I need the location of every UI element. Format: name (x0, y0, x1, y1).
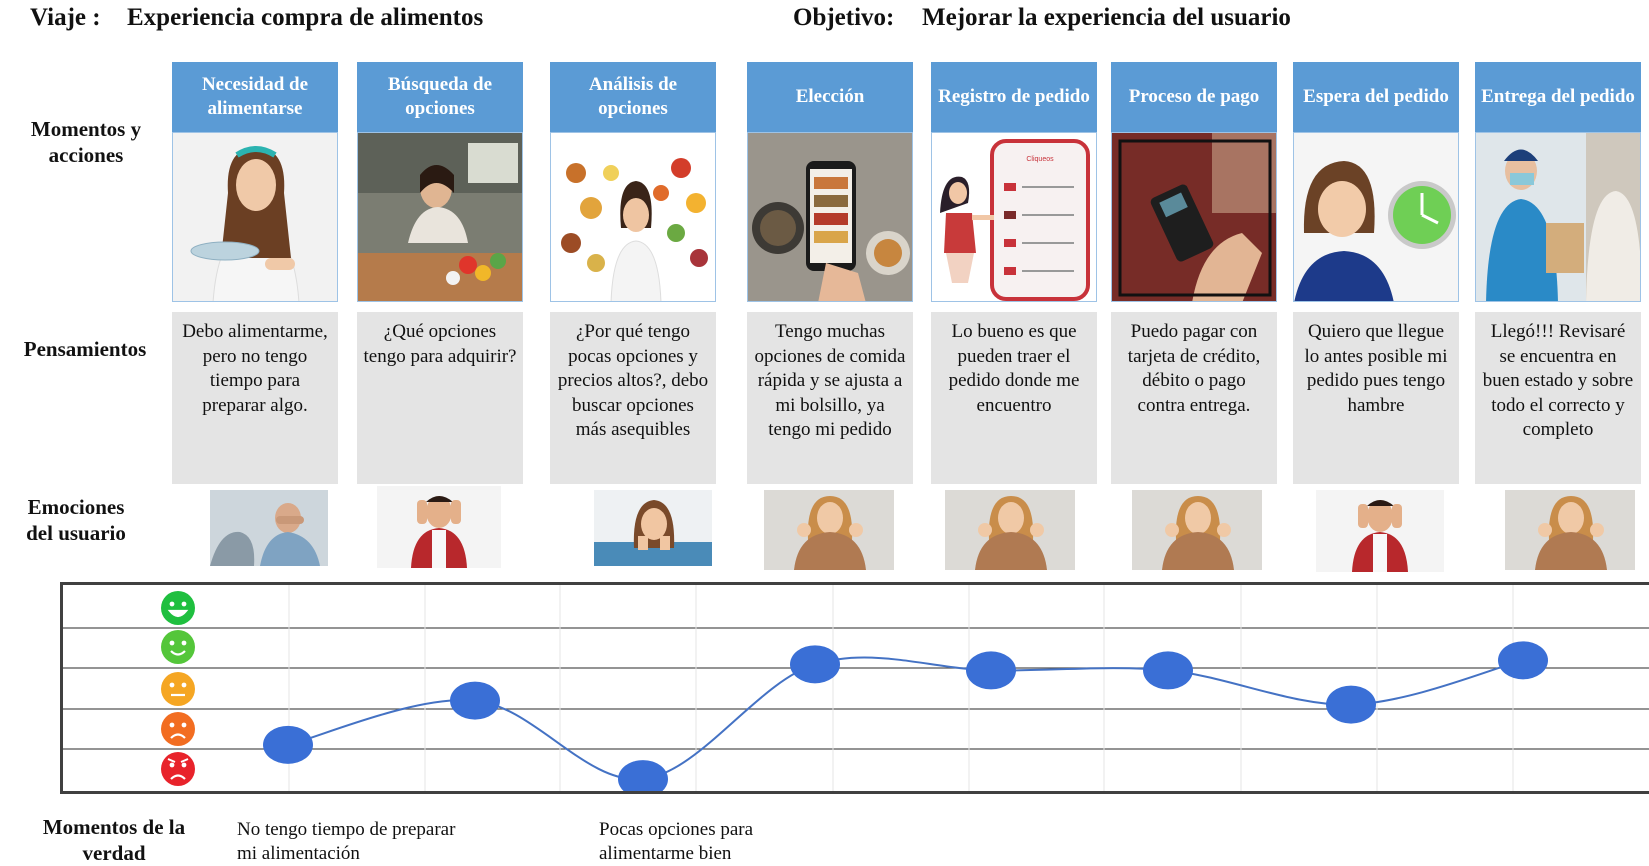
thumbs-up-woman-photo (1505, 490, 1635, 570)
emotion-point (966, 651, 1016, 690)
stressed-man-photo (377, 486, 501, 568)
thought-card: Debo alimentarme, pero no tengo tiempo p… (172, 312, 338, 484)
row-label-momentos-verdad: Momentos de la verdad (42, 815, 186, 865)
stage-header: Registro de pedido (931, 62, 1097, 132)
woman-food-options-photo (550, 132, 716, 302)
emotion-point (450, 681, 500, 720)
stage-header: Necesidad de alimentarse (172, 62, 338, 132)
thought-card: ¿Por qué tengo pocas opciones y precios … (550, 312, 716, 484)
emotion-point (1498, 641, 1548, 680)
moment-of-truth-2: Pocas opciones para alimentarme bien (599, 819, 754, 864)
row-label-pensamientos: Pensamientos (23, 337, 147, 361)
thought-card: Puedo pagar con tarjeta de crédito, débi… (1111, 312, 1277, 484)
emotion-curve-svg (63, 585, 1649, 799)
sad-face-icon (161, 712, 195, 746)
cooking-woman-kitchen-photo (357, 132, 523, 302)
journey-label: Viaje : (30, 4, 101, 31)
neutral-face-icon (161, 672, 195, 706)
emotion-point (790, 645, 840, 684)
stressed-man-photo (1316, 490, 1444, 572)
journey-title: Experiencia compra de alimentos (127, 4, 484, 31)
delivery-handoff-photo (1475, 132, 1641, 302)
thumbs-up-woman-photo (1132, 490, 1262, 570)
svg-text:Cliqueos: Cliqueos (1026, 156, 1054, 163)
thought-card: Tengo muchas opciones de comida rápida y… (747, 312, 913, 484)
angry-face-icon (161, 752, 195, 786)
moment-of-truth-1: No tengo tiempo de preparar mi alimentac… (237, 819, 456, 864)
phone-food-app-photo (747, 132, 913, 302)
thumbs-up-woman-photo (764, 490, 894, 570)
emotion-point (263, 725, 313, 764)
stage-header: Espera del pedido (1293, 62, 1459, 132)
thought-card: ¿Qué opciones tengo para adquirir? (357, 312, 523, 484)
stage-header: Búsqueda de opciones (357, 62, 523, 132)
hungry-woman-plate-photo (172, 132, 338, 302)
card-payment-photo (1111, 132, 1277, 302)
thumbs-up-woman-photo (945, 490, 1075, 570)
stage-header: Proceso de pago (1111, 62, 1277, 132)
emotion-curve-chart (60, 582, 1649, 799)
row-label-emociones: Emociones del usuario (26, 495, 126, 545)
stage-header: Análisis de opciones (550, 62, 716, 132)
order-registration-illustration: Cliqueos (931, 132, 1097, 302)
stage-header: Entrega del pedido (1475, 62, 1641, 132)
emotion-point (1326, 685, 1376, 724)
thoughtful-woman-photo (594, 490, 712, 566)
thought-card: Lo bueno es que pueden traer el pedido d… (931, 312, 1097, 484)
very-happy-face-icon (161, 591, 195, 625)
objective-label: Objetivo: (793, 4, 895, 31)
emotion-point (618, 760, 668, 799)
thought-card: Llegó!!! Revisaré se encuentra en buen e… (1475, 312, 1641, 484)
objective-title: Mejorar la experiencia del usuario (922, 4, 1291, 31)
thought-card: Quiero que llegue lo antes posible mi pe… (1293, 312, 1459, 484)
emotion-point (1143, 651, 1193, 690)
waiting-woman-clock-photo (1293, 132, 1459, 302)
stage-header: Elección (747, 62, 913, 132)
happy-face-icon (161, 630, 195, 664)
sad-man-photo (210, 490, 328, 566)
row-label-momentos: Momentos y acciones (30, 117, 142, 167)
